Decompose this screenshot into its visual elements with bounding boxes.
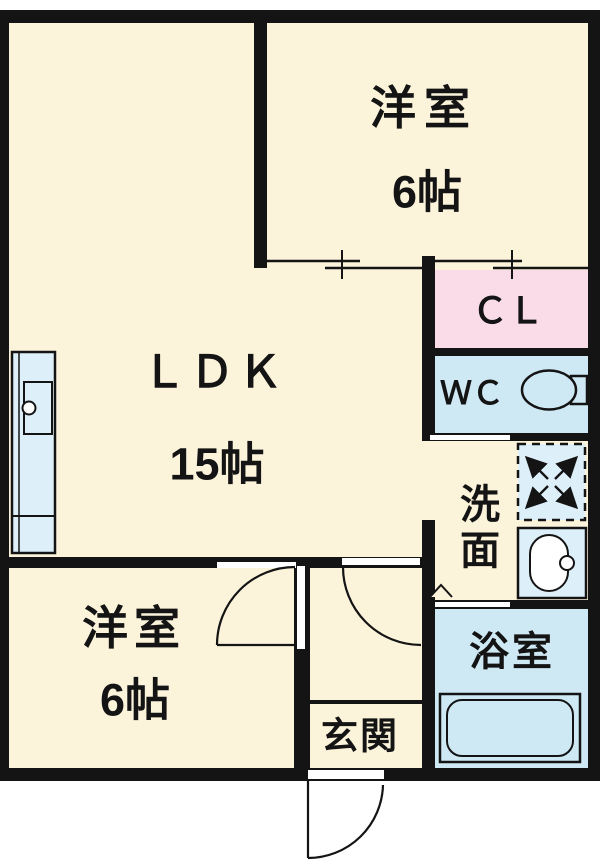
wall-outer-bottom <box>0 768 600 781</box>
label-closet: ＣＬ <box>471 290 545 331</box>
wall-service-column-lower <box>422 520 435 770</box>
room-closet <box>433 270 588 350</box>
sliding-door-left-icon <box>267 250 422 279</box>
sliding-door-right-icon <box>435 250 588 279</box>
label-bathroom: 浴室 <box>469 630 555 674</box>
label-entrance: 玄関 <box>321 715 399 757</box>
toilet-icon <box>520 369 589 411</box>
room-bathroom <box>433 605 588 770</box>
wall-outer-left <box>0 10 9 781</box>
wall-outer-right <box>588 10 600 781</box>
door-leaf-bedroom-bottom <box>296 565 306 650</box>
bathtub-icon <box>438 692 582 764</box>
kitchen-counter-icon <box>10 350 57 555</box>
label-ldk-size: 15帖 <box>169 438 265 490</box>
label-bedroom-bottom-name: 洋室 <box>82 602 186 654</box>
door-leaf-bathroom <box>434 601 511 608</box>
doorway-bedroom-bottom <box>217 562 296 568</box>
wall-closet-toilet <box>433 348 588 356</box>
label-bedroom-top-size: 6帖 <box>391 166 463 218</box>
wall-service-column-upper <box>422 256 435 437</box>
door-leaf-hallway <box>341 557 421 566</box>
label-bedroom-bottom-size: 6帖 <box>99 674 171 726</box>
door-swing-entrance <box>306 781 385 860</box>
washbasin-icon <box>516 526 588 600</box>
step-marker-icon <box>429 583 453 598</box>
label-washroom: 洗面 <box>460 483 500 573</box>
door-leaf-entrance <box>307 769 385 780</box>
washing-machine-pan-icon <box>516 442 587 522</box>
door-swing-hallway <box>341 566 422 647</box>
wall-bedroom-top-left <box>254 10 267 268</box>
label-bedroom-top-name: 洋室 <box>370 82 478 134</box>
label-toilet: ＷＣ <box>439 375 505 411</box>
door-swing-bedroom-bottom <box>215 565 296 647</box>
door-leaf-toilet <box>429 434 511 441</box>
label-ldk-name: ＬＤＫ <box>142 348 286 397</box>
entrance-step-line <box>310 700 422 704</box>
wall-outer-top <box>0 10 600 23</box>
